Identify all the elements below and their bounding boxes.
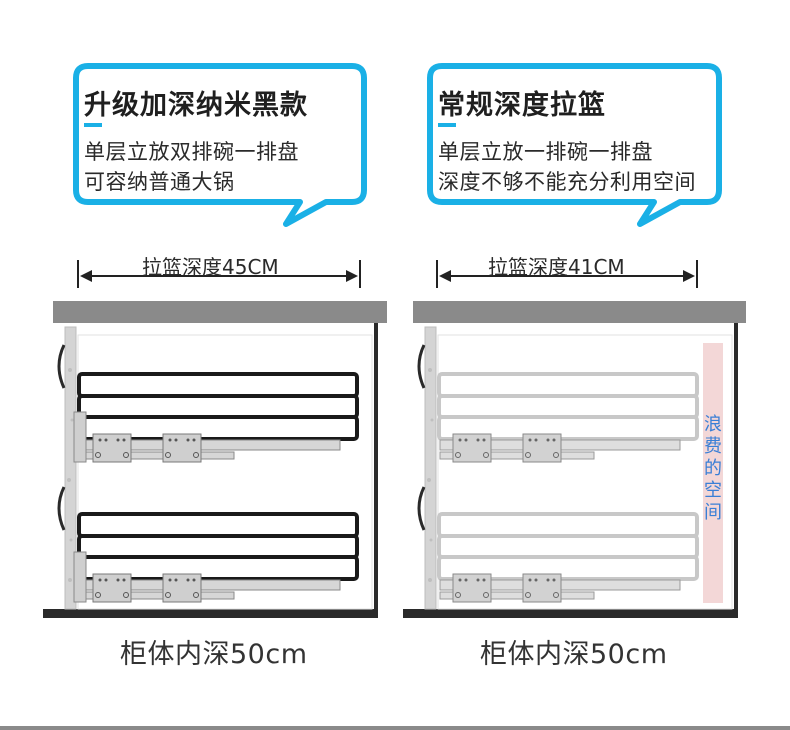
wasted-space-area [703, 343, 723, 603]
bottom-divider [0, 726, 790, 730]
left-upper-basket [77, 372, 359, 441]
right-speech-bubble [427, 63, 722, 227]
left-speech-bubble [73, 63, 367, 227]
right-door-hinge-top [417, 344, 426, 389]
right-upper-slide-rail [439, 433, 681, 463]
left-door-hinge-bottom [57, 486, 66, 531]
left-cabinet-floor [43, 609, 378, 618]
right-cabinet [403, 301, 746, 618]
right-bubble-line-2: 深度不够不能充分利用空间 [438, 170, 696, 194]
right-cabinet-right-wall [734, 323, 738, 611]
right-lower-basket [437, 512, 699, 581]
right-cabinet-top [413, 301, 746, 323]
left-title-underline [84, 123, 102, 127]
left-bubble-line-1: 单层立放双排碗一排盘 [84, 140, 299, 164]
left-dimension-line [77, 260, 361, 288]
right-cabinet-back-panel [437, 334, 733, 610]
left-cabinet-depth-label: 柜体内深50cm [120, 639, 308, 670]
right-bubble-line-1: 单层立放一排碗一排盘 [438, 140, 653, 164]
right-depth-label: 拉篮深度41CM [488, 255, 625, 279]
left-cabinet [43, 301, 387, 618]
left-cabinet-right-wall [374, 323, 378, 611]
right-title-underline [438, 123, 456, 127]
right-dimension-line [436, 260, 698, 288]
left-cabinet-top [53, 301, 387, 323]
left-lower-slide-rail [73, 551, 341, 603]
left-lower-basket [77, 512, 359, 581]
right-upper-basket [437, 372, 699, 441]
left-bubble-title: 升级加深纳米黑款 [84, 90, 308, 121]
right-bubble-title: 常规深度拉篮 [438, 90, 606, 121]
right-cabinet-depth-label: 柜体内深50cm [480, 639, 668, 670]
wasted-space-label: 浪费的空间 [704, 414, 722, 523]
right-cabinet-side-post [424, 326, 437, 610]
left-depth-label: 拉篮深度45CM [142, 255, 279, 279]
right-cabinet-floor [403, 609, 738, 618]
left-bubble-line-2: 可容纳普通大锅 [84, 170, 235, 194]
right-lower-slide-rail [439, 573, 681, 603]
left-cabinet-back-panel [77, 334, 373, 610]
left-door-hinge-top [57, 344, 66, 389]
left-cabinet-side-post [64, 326, 77, 610]
left-upper-slide-rail [73, 411, 341, 463]
right-door-hinge-bottom [417, 486, 426, 531]
